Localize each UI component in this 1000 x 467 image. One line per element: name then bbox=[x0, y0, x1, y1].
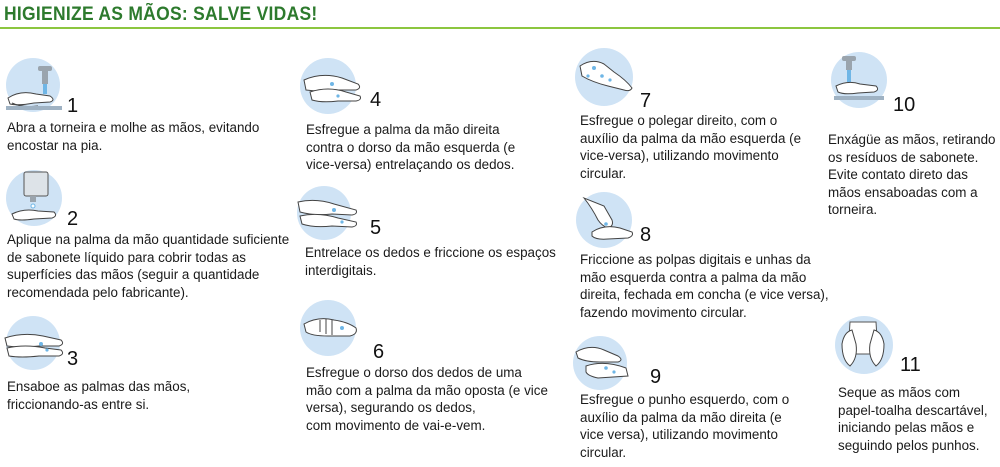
paper-towel-dry-icon bbox=[835, 316, 893, 374]
back-of-hand-rub-icon bbox=[300, 58, 361, 114]
step-number: 6 bbox=[373, 341, 385, 363]
step-instruction: Abra a torneira e molhe as mãos, evitand… bbox=[7, 120, 260, 153]
step-instruction: Esfregue o punho esquerdo, com o auxílio… bbox=[580, 392, 790, 460]
step-number: 10 bbox=[893, 94, 916, 116]
step-instruction: Enxágüe as mãos, retirando os resíduos d… bbox=[828, 132, 996, 218]
step-number: 1 bbox=[67, 95, 79, 117]
step-instruction: Esfregue a palma da mão direita contra o… bbox=[306, 122, 516, 173]
step-instruction: Seque as mãos com papel-toalha descartáv… bbox=[838, 385, 988, 453]
step-instruction: Esfregue o dorso dos dedos de uma mão co… bbox=[306, 365, 548, 433]
title-divider bbox=[0, 27, 1000, 29]
faucet-wet-hands-icon bbox=[6, 58, 62, 112]
step-number: 11 bbox=[900, 354, 921, 376]
palms-rubbing-icon bbox=[4, 316, 64, 370]
step-number: 9 bbox=[650, 366, 662, 388]
step-number: 2 bbox=[67, 208, 79, 230]
rinse-hands-icon bbox=[831, 52, 887, 108]
page-title: HIGIENIZE AS MÃOS: SALVE VIDAS! bbox=[4, 4, 318, 25]
step-instruction: Ensaboe as palmas das mãos, friccionando… bbox=[7, 379, 191, 412]
interlocked-fingers-icon bbox=[300, 300, 357, 356]
step-number: 7 bbox=[640, 90, 652, 112]
step-number: 8 bbox=[640, 224, 652, 246]
fingertips-rub-icon bbox=[576, 192, 633, 248]
step-number: 5 bbox=[370, 217, 382, 239]
thumb-rub-icon bbox=[575, 48, 633, 106]
step-number: 3 bbox=[67, 348, 79, 370]
interlaced-fingers-icon bbox=[297, 186, 357, 240]
soap-dispenser-icon bbox=[6, 170, 62, 226]
wrist-rub-icon bbox=[573, 336, 629, 390]
step-instruction: Entrelace os dedos e friccione os espaço… bbox=[305, 245, 556, 278]
step-instruction: Esfregue o polegar direito, com o auxíli… bbox=[580, 113, 802, 181]
step-instruction: Friccione as polpas digitais e unhas da … bbox=[580, 252, 829, 320]
step-number: 4 bbox=[370, 89, 382, 111]
step-instruction: Aplique na palma da mão quantidade sufic… bbox=[7, 232, 290, 300]
